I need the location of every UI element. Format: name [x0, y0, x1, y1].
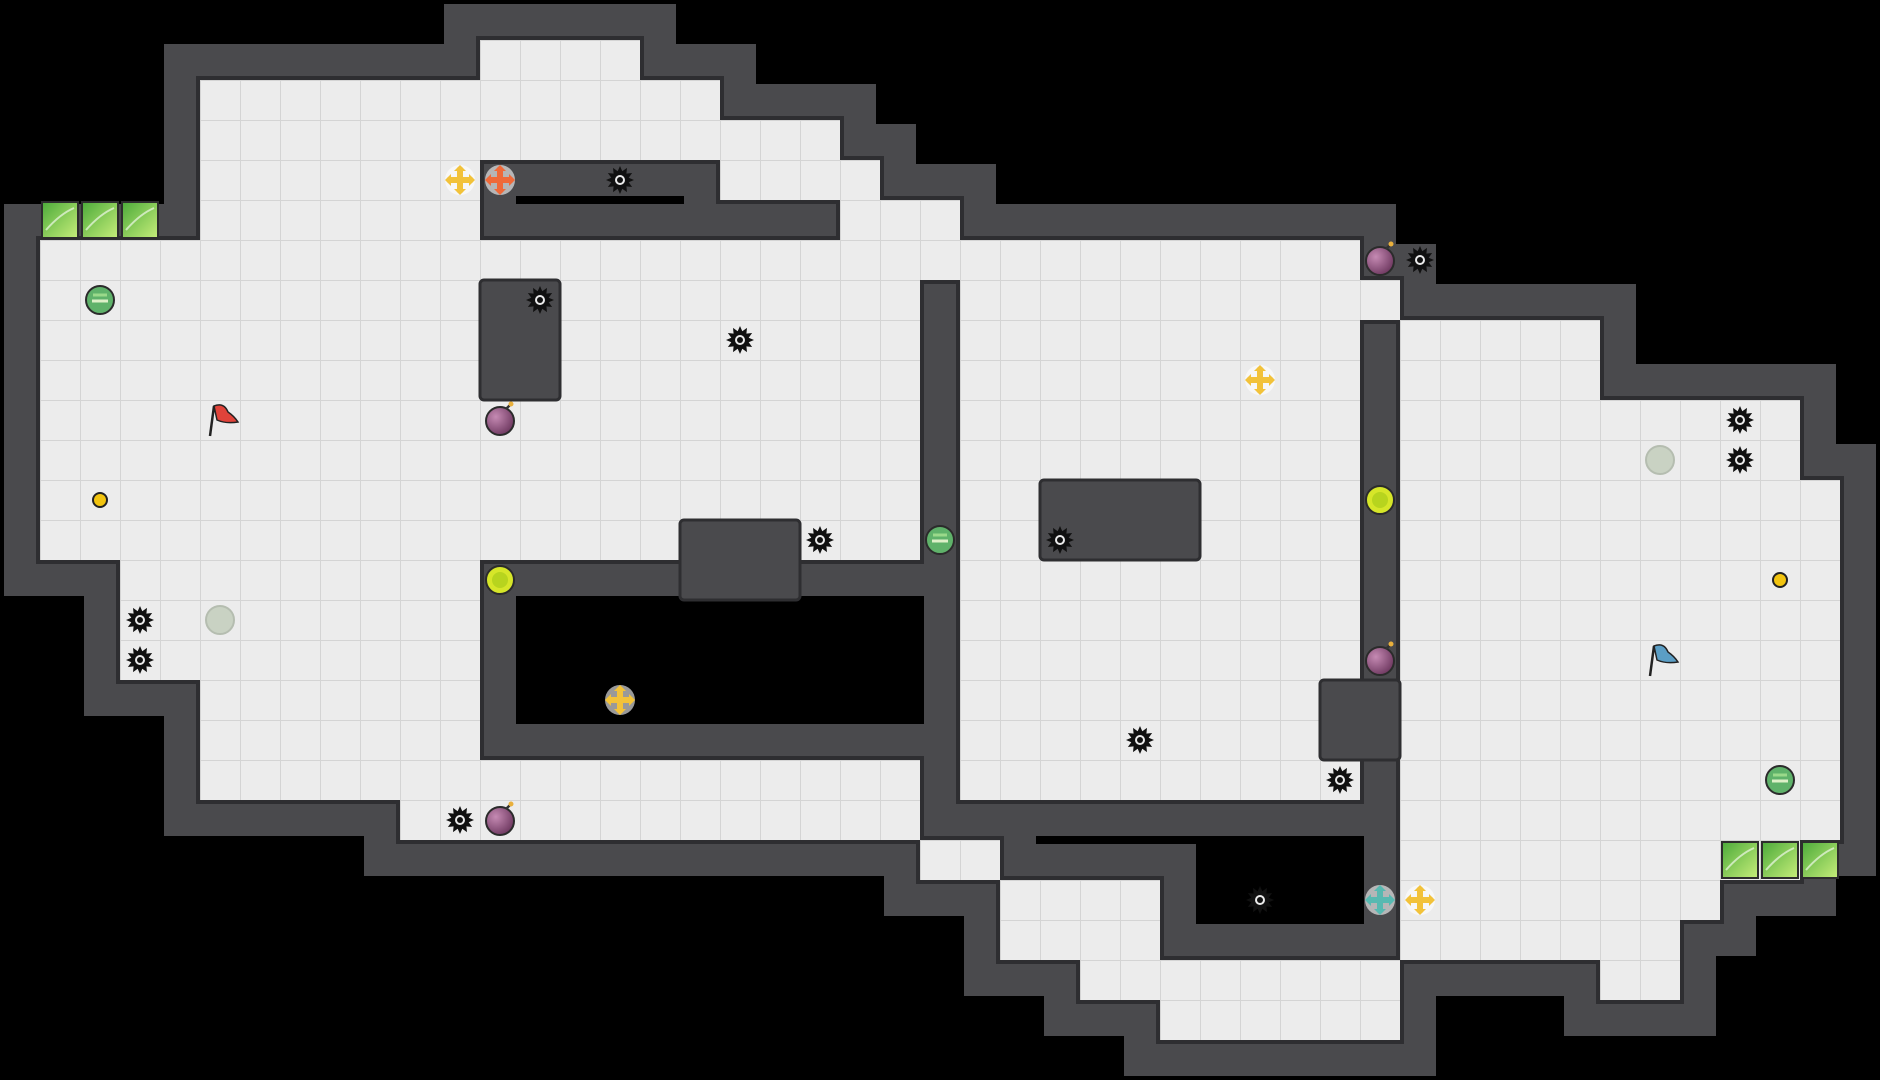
floor-tiles: [1160, 960, 1400, 1040]
inactive-portal: [1645, 445, 1675, 475]
floor-tiles: [1000, 880, 1080, 960]
floor-tiles: [720, 120, 840, 200]
floor-tiles: [920, 840, 1000, 880]
spike-mine: [1326, 766, 1354, 794]
spike-mine: [1726, 406, 1754, 434]
gate-tile: [41, 201, 79, 239]
spike-mine: [526, 286, 554, 314]
entity-layer: [41, 165, 1839, 915]
gate-tile: [1721, 841, 1759, 879]
spike-mine: [1726, 446, 1754, 474]
bomb: [1365, 641, 1395, 676]
floor-tiles: [1800, 480, 1840, 520]
blue-flag: [1648, 644, 1680, 677]
inactive-portal: [205, 605, 235, 635]
floor-tiles: [480, 760, 800, 840]
floor-tiles: [1600, 880, 1680, 1000]
floor-tiles: [1400, 320, 1600, 880]
floor-tiles: [1080, 880, 1160, 1000]
yellow-boost-pad: [445, 165, 475, 195]
floor-tiles: [800, 760, 920, 840]
coin: [92, 492, 108, 508]
spike-mine: [446, 806, 474, 834]
spike-mine: [1246, 886, 1274, 914]
floor-layer: [40, 40, 1840, 1040]
yellow-boost-pad: [605, 685, 635, 715]
teal-boost-pad: [1365, 885, 1395, 915]
obstacle-layer: [478, 278, 1402, 762]
spike-mine: [1126, 726, 1154, 754]
floor-tiles: [1360, 280, 1400, 320]
gate-tile: [81, 201, 119, 239]
floor-tiles: [280, 680, 480, 800]
powerup-orb: [85, 285, 115, 315]
red-flag: [208, 404, 240, 437]
spike-mine: [126, 606, 154, 634]
yellow-boost-pad: [1245, 365, 1275, 395]
coin: [1772, 572, 1788, 588]
gate-tile: [1761, 841, 1799, 879]
floor-tiles: [880, 200, 960, 280]
wall-obstacle: [1318, 678, 1402, 762]
red-boost-pad: [485, 165, 515, 195]
yellow-orb: [1365, 485, 1395, 515]
spike-mine: [726, 326, 754, 354]
spike-mine: [606, 166, 634, 194]
floor-tiles: [1680, 840, 1720, 920]
spike-mine: [1406, 246, 1434, 274]
yellow-boost-pad: [1405, 885, 1435, 915]
yellow-orb: [485, 565, 515, 595]
spike-mine: [806, 526, 834, 554]
spike-mine: [1046, 526, 1074, 554]
wall-obstacle: [1038, 478, 1202, 562]
gate-tile: [1801, 841, 1839, 879]
floor-tiles: [840, 160, 880, 240]
powerup-orb: [925, 525, 955, 555]
floor-tiles: [480, 40, 640, 80]
wall-obstacle: [678, 518, 802, 602]
bomb: [1365, 241, 1395, 276]
spike-mine: [126, 646, 154, 674]
floor-tiles: [480, 80, 720, 160]
powerup-orb: [1765, 765, 1795, 795]
gate-tile: [121, 201, 159, 239]
floor-tiles: [200, 560, 280, 760]
bomb: [485, 801, 515, 836]
bomb: [485, 401, 515, 436]
